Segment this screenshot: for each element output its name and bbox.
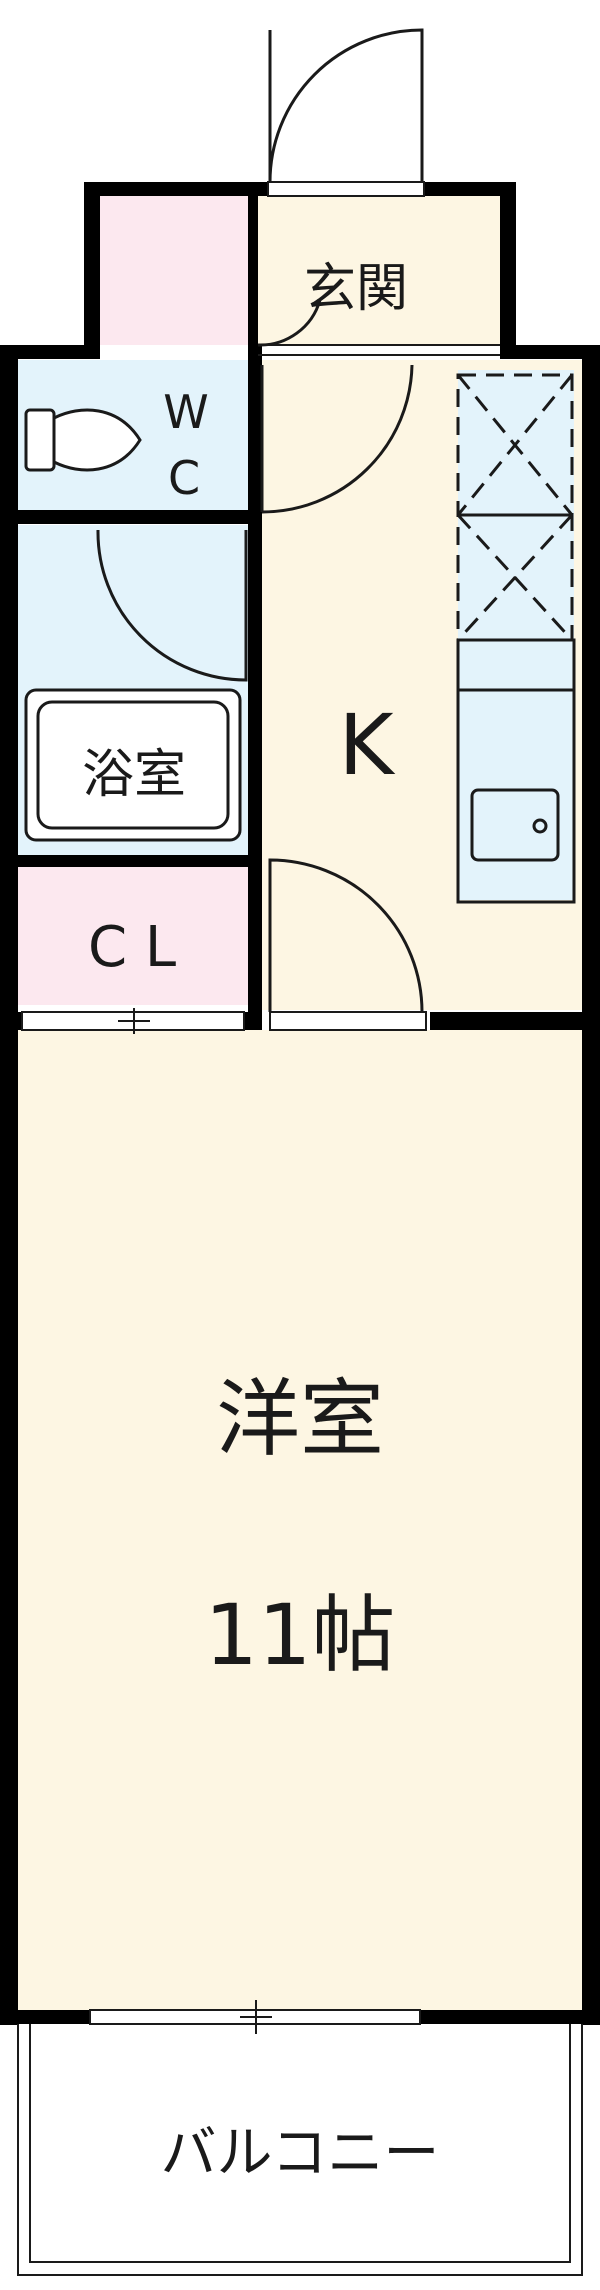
balcony bbox=[17, 2024, 583, 2276]
wall-wc-bath bbox=[18, 510, 258, 524]
wall-left bbox=[0, 345, 18, 2025]
kitchen-room-door-gap bbox=[269, 1011, 427, 1031]
wall-top-right bbox=[500, 345, 600, 359]
kitchen-counter-fill bbox=[458, 640, 574, 900]
door-swings bbox=[96, 28, 424, 1013]
wall-entrance-closet bbox=[248, 195, 258, 345]
front-door-swing-icon bbox=[268, 28, 424, 183]
toilet-icon bbox=[24, 408, 142, 472]
balcony-rail-inner bbox=[29, 2024, 571, 2263]
balcony-fill bbox=[18, 2022, 582, 2272]
room-labels: 玄関 W C 浴室 K C L 洋室 11帖 バルコニー bbox=[82, 259, 439, 2186]
bathtub-icon bbox=[24, 688, 242, 842]
fridge-space-fill bbox=[458, 370, 574, 640]
front-door-gap bbox=[267, 181, 425, 197]
balcony-label: バルコニー bbox=[161, 2121, 440, 2186]
wall-core-vertical bbox=[248, 345, 262, 1025]
thin-lines bbox=[118, 344, 500, 2034]
wall-entrance-right bbox=[500, 182, 516, 352]
wall-room-top-right bbox=[430, 1012, 600, 1030]
sink-icon bbox=[470, 788, 560, 862]
closet-label: C L bbox=[88, 915, 176, 980]
wc-label-c: C bbox=[168, 451, 200, 505]
kitchen-counter bbox=[456, 638, 576, 904]
sink-drain-icon bbox=[532, 818, 548, 834]
entrance-inner-door-icon bbox=[260, 364, 414, 514]
entrance-closet-fill bbox=[100, 195, 252, 345]
wall-top-left bbox=[0, 345, 100, 359]
western-room-label: 洋室 bbox=[216, 1370, 384, 1468]
counter-outline bbox=[456, 638, 576, 904]
bath-label: 浴室 bbox=[82, 745, 186, 805]
bath-door-swing-icon bbox=[96, 529, 248, 682]
balcony-rail bbox=[17, 2024, 583, 2276]
wall-entrance-left bbox=[84, 182, 100, 352]
wc-label-w: W bbox=[163, 385, 208, 439]
entrance-fill bbox=[258, 195, 500, 345]
wall-right bbox=[582, 345, 600, 2025]
closet-fill bbox=[18, 865, 248, 1005]
wall-bath-closet bbox=[18, 855, 258, 867]
room-door-swing-icon bbox=[268, 858, 424, 1013]
room-fills bbox=[18, 195, 582, 2272]
western-room-fill bbox=[18, 1030, 582, 2012]
entrance-label: 玄関 bbox=[304, 259, 408, 319]
kitchen-label: K bbox=[338, 696, 395, 794]
entrance-closet-door-icon bbox=[257, 299, 322, 347]
western-room-size: 11帖 bbox=[205, 1586, 396, 1684]
